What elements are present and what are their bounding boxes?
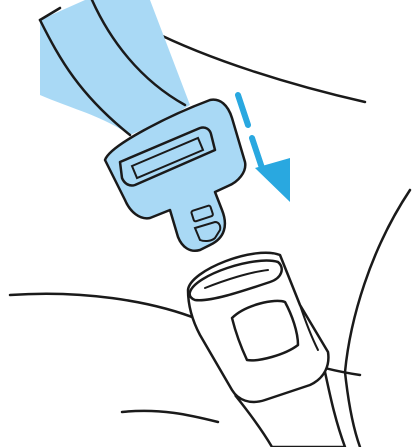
webbing-fill — [40, 0, 190, 135]
arrow-down-icon — [238, 95, 290, 202]
release-button — [232, 301, 298, 360]
buckle-receiver — [188, 253, 345, 447]
seatbelt-webbing — [40, 0, 190, 135]
